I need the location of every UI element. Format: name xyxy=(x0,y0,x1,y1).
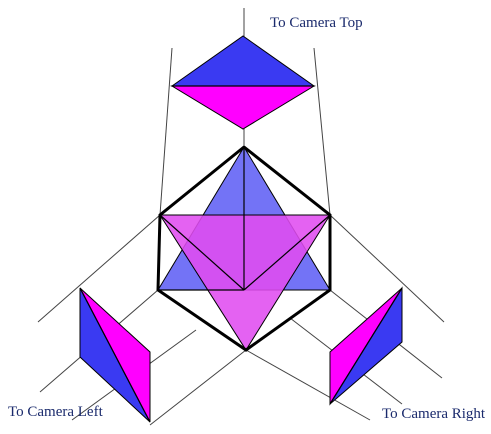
label-to-camera-top: To Camera Top xyxy=(270,15,363,31)
inner-edge-4 xyxy=(159,214,245,291)
proj-line-top-left xyxy=(159,47,173,216)
left-view-split xyxy=(79,287,151,423)
top-view-blue-half xyxy=(170,35,316,87)
right-view-split xyxy=(329,287,403,405)
proj-line-left-4 xyxy=(149,349,247,426)
proj-line-top-right xyxy=(313,47,331,216)
left-view xyxy=(79,287,151,423)
magenta-tetra-face xyxy=(159,214,331,351)
central-figure xyxy=(156,145,332,352)
hexagon-outline xyxy=(156,145,332,352)
right-view xyxy=(329,286,403,406)
inner-edge-3 xyxy=(243,214,331,291)
proj-line-right-1 xyxy=(329,214,445,323)
proj-line-left-1 xyxy=(37,214,161,323)
top-view xyxy=(170,35,316,130)
label-to-camera-right: To Camera Right xyxy=(382,406,486,422)
label-to-camera-left: To Camera Left xyxy=(8,404,104,420)
proj-line-right-4 xyxy=(245,349,371,421)
top-view-magenta-half xyxy=(170,85,316,130)
